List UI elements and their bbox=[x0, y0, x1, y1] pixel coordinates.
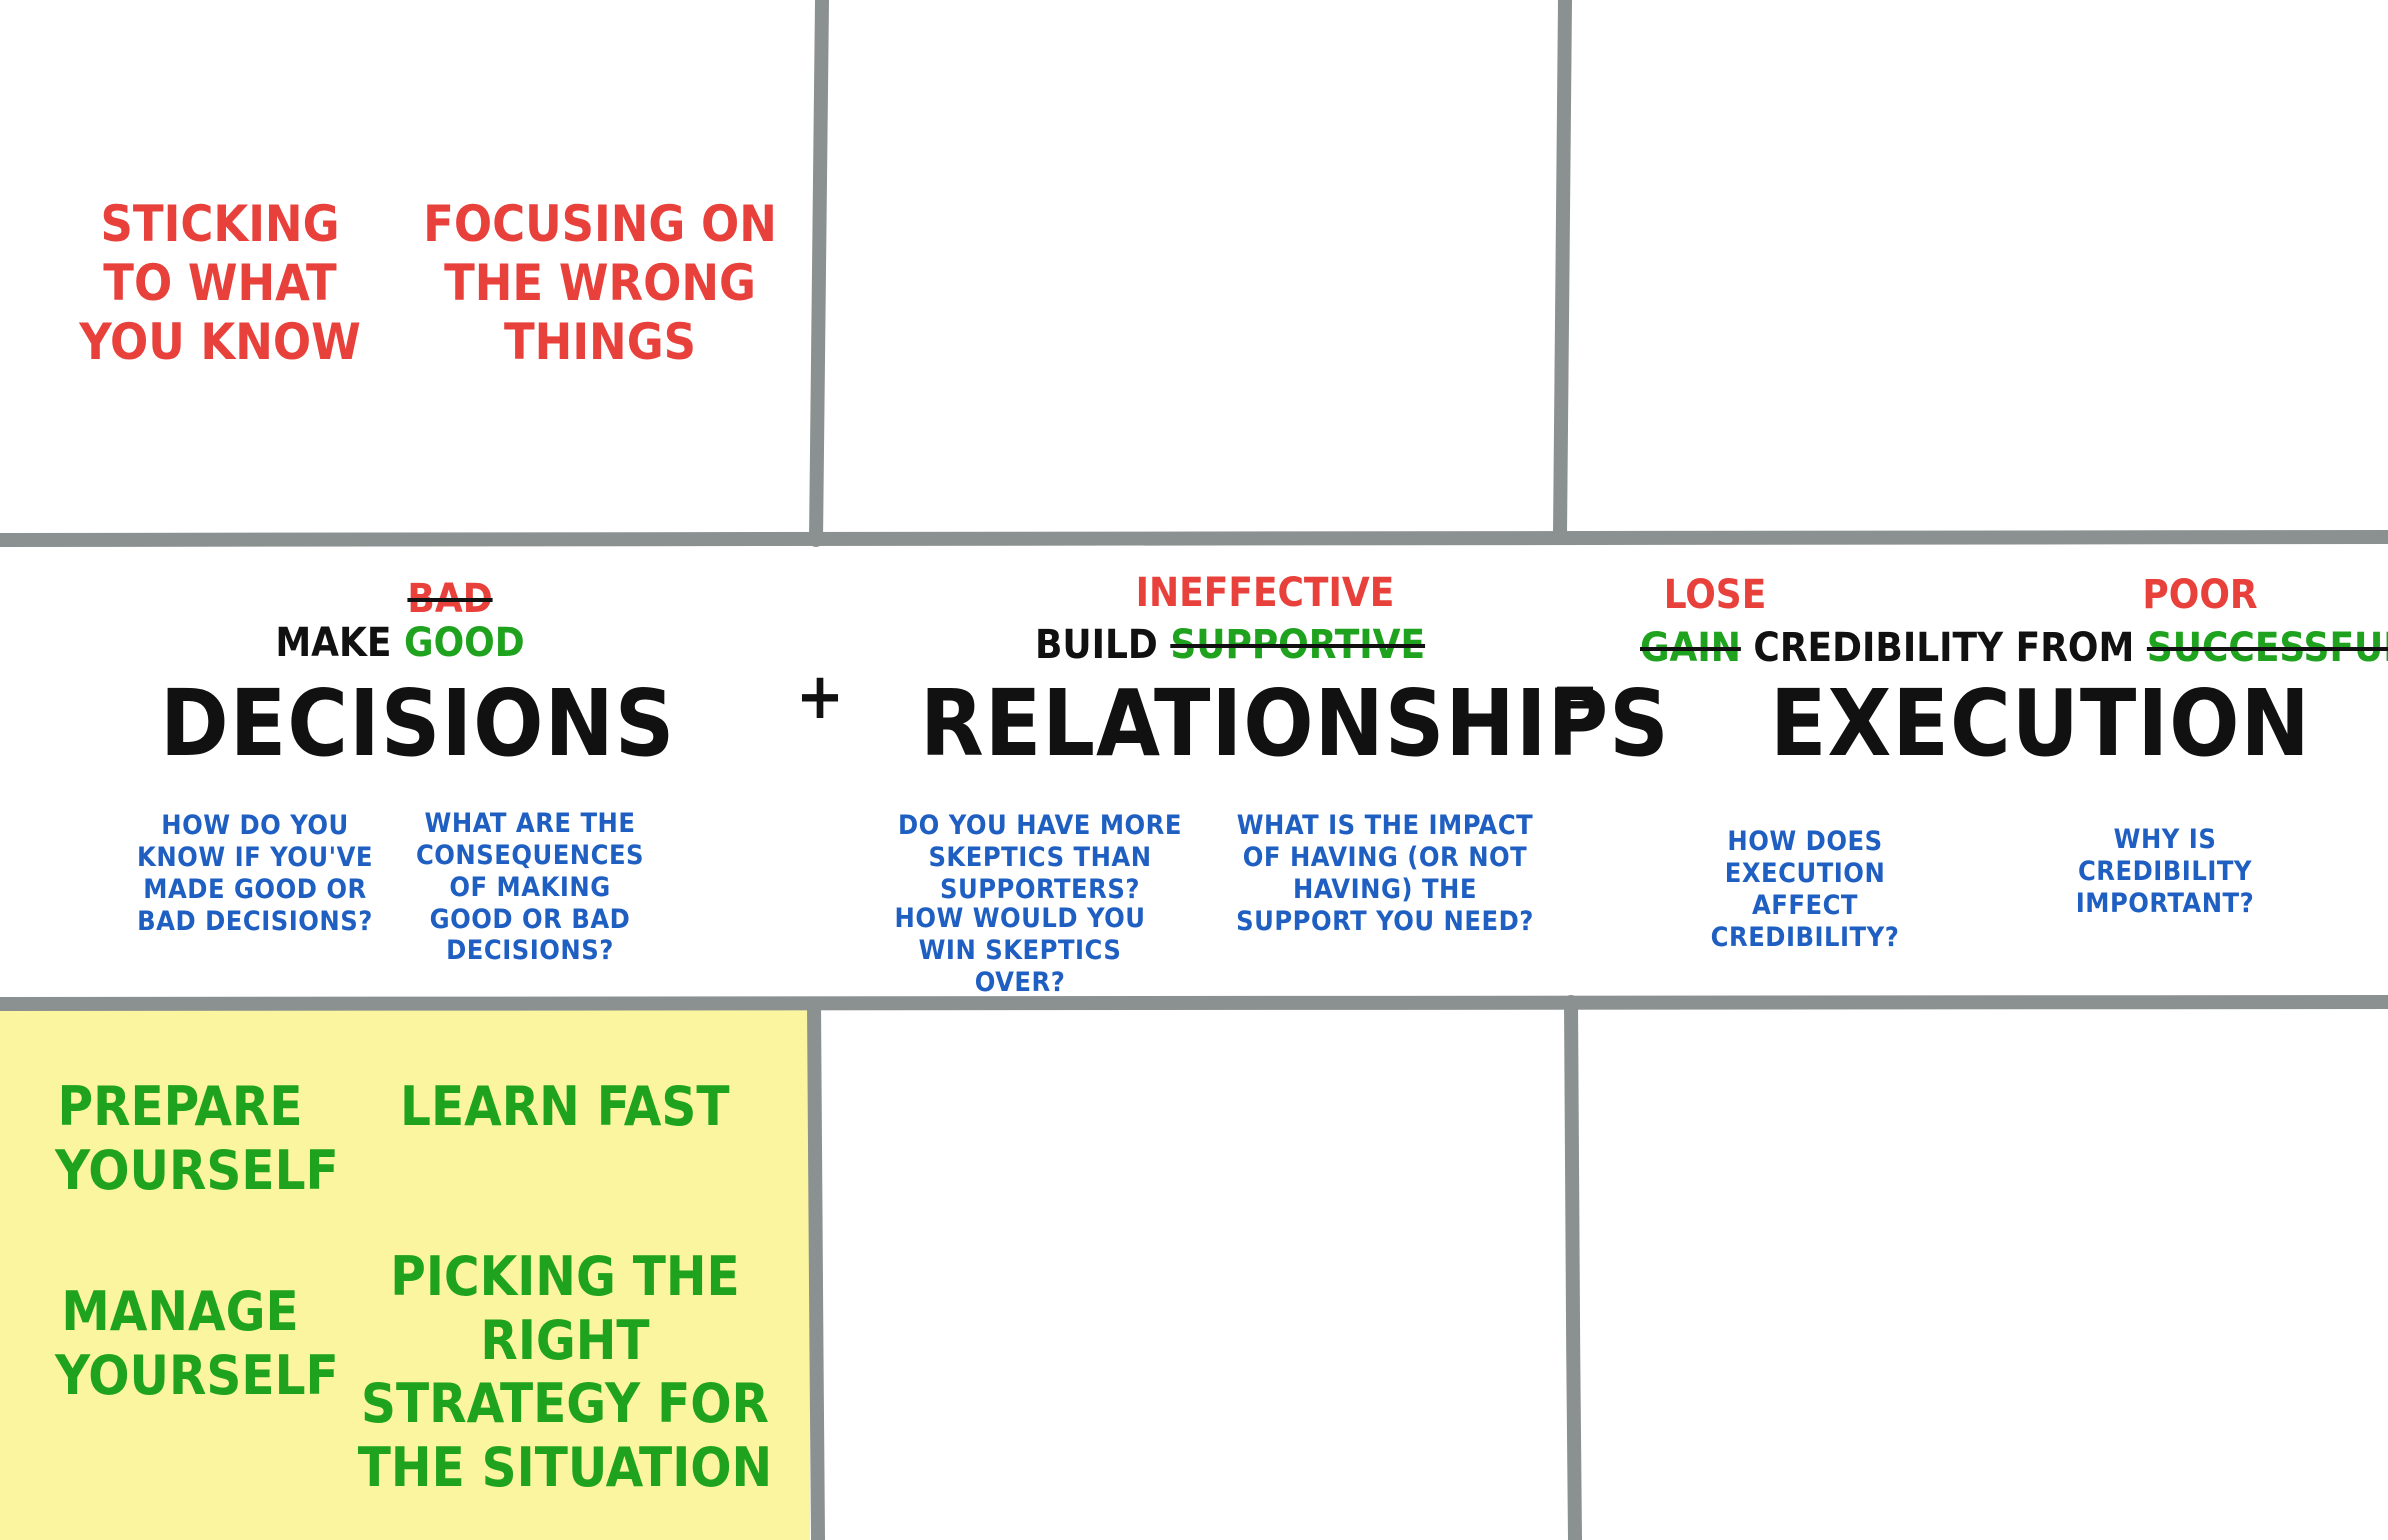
relationships-heading: RELATIONSHIPS bbox=[920, 670, 1670, 777]
grid-line-vertical-lower-1 bbox=[807, 997, 825, 1540]
remedy-manage: MANAGE YOURSELF bbox=[55, 1280, 339, 1407]
question-relationships-3: WHAT IS THE IMPACT OF HAVING (OR NOT HAV… bbox=[1236, 810, 1534, 937]
question-execution-1: HOW DOES EXECUTION AFFECT CREDIBILITY? bbox=[1710, 826, 1900, 953]
relationships-prefix-line: BUILD SUPPORTIVE bbox=[1034, 622, 1426, 668]
decisions-heading: DECISIONS bbox=[160, 670, 676, 777]
highlight-panel bbox=[0, 1002, 810, 1540]
remedy-learn-fast: LEARN FAST bbox=[400, 1075, 730, 1138]
execution-heading: EXECUTION bbox=[1770, 670, 2311, 777]
decisions-prefix-line: MAKE GOOD bbox=[275, 620, 525, 666]
decisions-crossed-word: BAD bbox=[407, 576, 493, 622]
grid-line-horizontal-top bbox=[0, 527, 2388, 547]
remedy-prepare: PREPARE YOURSELF bbox=[55, 1075, 339, 1202]
relationships-replacement-word: INEFFECTIVE bbox=[1135, 570, 1395, 616]
grid-line-vertical-lower-2 bbox=[1564, 995, 1582, 1540]
grid-line-vertical-upper-2 bbox=[1553, 0, 1572, 542]
question-relationships-2: HOW WOULD YOU WIN SKEPTICS OVER? bbox=[894, 903, 1146, 998]
equals-operator: = bbox=[1550, 660, 1600, 734]
cause-focusing: FOCUSING ON THE WRONG THINGS bbox=[423, 195, 777, 371]
cause-sticking: STICKING TO WHAT YOU KNOW bbox=[79, 195, 361, 371]
execution-replacement-word-2: POOR bbox=[2142, 572, 2258, 618]
question-relationships-1: DO YOU HAVE MORE SKEPTICS THAN SUPPORTER… bbox=[898, 810, 1182, 905]
grid-line-vertical-upper-1 bbox=[809, 0, 829, 547]
execution-prefix-line: GAIN CREDIBILITY FROM SUCCESSFUL bbox=[1640, 625, 2388, 671]
execution-replacement-word-1: LOSE bbox=[1663, 572, 1767, 618]
grid-line-horizontal-bottom bbox=[0, 992, 2388, 1011]
question-decisions-2: WHAT ARE THE CONSEQUENCES OF MAKING GOOD… bbox=[415, 808, 645, 967]
question-execution-2: WHY IS CREDIBILITY IMPORTANT? bbox=[2075, 824, 2255, 919]
plus-operator: + bbox=[795, 660, 845, 734]
remedy-strategy: PICKING THE RIGHT STRATEGY FOR THE SITUA… bbox=[357, 1245, 773, 1500]
question-decisions-1: HOW DO YOU KNOW IF YOU'VE MADE GOOD OR B… bbox=[137, 810, 373, 937]
